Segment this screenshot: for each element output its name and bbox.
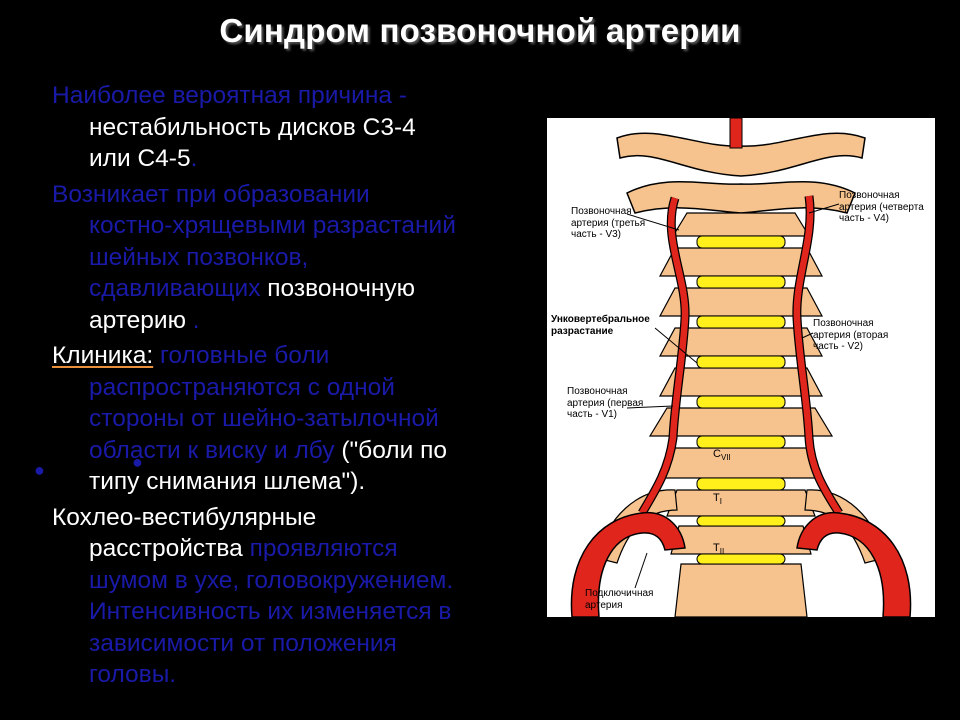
paragraph-cochleo: Кохлео-вестибулярные расстройства проявл…: [52, 502, 542, 691]
bullet-dot: ●: [34, 460, 45, 480]
label-v3: Позвоночная артерия (третья часть - V3): [571, 206, 645, 241]
label-line: артерия: [585, 599, 623, 611]
text-line: типу снимания шлема").: [89, 468, 366, 495]
text-line: артерию .: [52, 305, 542, 337]
label-span: Унко: [551, 314, 574, 325]
leader-lines: [626, 203, 840, 589]
text-line: костно-хрящевыми разрастаний: [89, 212, 456, 239]
vertebra-label-t1: TI: [713, 492, 722, 506]
atlas-vertebra: [626, 180, 856, 214]
label-line: Позвоночная: [571, 206, 632, 217]
slide-title: Синдром позвоночной артерии: [219, 12, 741, 49]
text-line: Возникает при образовании: [52, 180, 370, 208]
vertebra-index: I: [719, 497, 722, 507]
text-span: области к виску и лбу: [89, 436, 342, 464]
top-vessel: [729, 118, 743, 149]
text-line: стороны от шейно-затылочной: [89, 405, 439, 432]
label-line: Позвоночная: [567, 386, 628, 397]
text-span: сдавливающих: [89, 275, 268, 302]
text-line: шумом в ухе, головокружением.: [89, 566, 454, 594]
text-line: Интенсивность их изменяется в: [89, 598, 452, 625]
label-line: артерия (вторая: [813, 329, 889, 341]
text-line: распространяются с одной: [89, 373, 395, 401]
paragraph-cause: Наиболее вероятная причина - нестабильно…: [52, 80, 542, 175]
vertebral-artery-left-fill: [639, 196, 689, 515]
label-line: разрастание: [551, 325, 614, 337]
paragraph-origin: Возникает при образовании костно-хрящевы…: [52, 179, 542, 337]
paragraph-clinic: Клиника: головные боли распространяются …: [52, 340, 542, 498]
label-span: вертебральное: [573, 314, 650, 325]
label-line: часть - V4): [839, 213, 890, 224]
text-line: Кохлео-вестибулярные: [52, 503, 317, 531]
label-subclavian: Подключичная артерия: [585, 588, 653, 611]
label-line: часть - V3): [571, 229, 622, 240]
label-unco: Унковертебральное разрастание: [551, 314, 650, 337]
label-line: Позвоночная: [839, 190, 900, 201]
text-span: артерию: [89, 306, 186, 334]
subclavian-artery-right: [796, 512, 912, 617]
clinic-label: Клиника:: [52, 342, 154, 369]
body-text: Наиболее вероятная причина - нестабильно…: [52, 80, 542, 691]
text-line: сдавливающих позвоночную: [52, 273, 542, 305]
label-line: часть - V1): [567, 409, 618, 420]
text-line: расстройства проявляются: [52, 533, 542, 565]
text-line: или С4-5.: [52, 143, 542, 175]
label-line: Унковертебральное: [551, 314, 650, 326]
skull-base: [616, 132, 866, 177]
text-line: области к виску и лбу ("боли по: [52, 435, 542, 467]
text-span: расстройства: [89, 535, 250, 562]
text-span: .: [190, 145, 198, 172]
text-line: головы.: [89, 661, 177, 688]
text-line: нестабильность дисков С3-4: [89, 113, 416, 141]
bullet-dot: ●: [132, 452, 143, 472]
vertebra-label-c7: CVII: [713, 448, 731, 462]
discs: [696, 235, 786, 565]
text-span: проявляются: [249, 535, 398, 562]
subclavian-artery-left: [570, 512, 686, 617]
text-span: или С4-5: [89, 145, 191, 172]
text-line: зависимости от положения: [89, 629, 397, 657]
text-line: Клиника: головные боли: [52, 340, 542, 372]
text-span: головные боли: [153, 342, 330, 369]
vertebra-index: II: [719, 547, 725, 557]
vertebral-artery-right-fill: [793, 195, 842, 515]
spine-illustration: Позвоночная артерия (третья часть - V3) …: [547, 118, 935, 617]
text-span: ("боли по: [341, 436, 447, 464]
label-line: Позвоночная: [813, 318, 874, 329]
vertebra-index: VII: [720, 453, 731, 463]
label-v4: Позвоночная артерия (четверта часть - V4…: [839, 190, 924, 225]
text-line: Наиболее вероятная причина -: [52, 82, 407, 109]
spine-drawing: [570, 118, 912, 617]
vertebra-letter: T: [713, 492, 720, 504]
label-line: артерия (четверта: [839, 201, 924, 213]
text-line: шейных позвонков,: [89, 243, 309, 271]
vertebra-letter: T: [713, 542, 720, 554]
vertebra-letter: C: [713, 448, 721, 460]
label-line: артерия (третья: [571, 217, 646, 229]
label-v1: Позвоночная артерия (первая часть - V1): [567, 386, 643, 421]
text-span: позвоночную: [267, 275, 416, 302]
label-v2: Позвоночная артерия (вторая часть - V2): [813, 318, 888, 353]
label-line: часть - V2): [813, 341, 864, 352]
label-line: артерия (первая: [567, 397, 644, 409]
text-span: .: [185, 306, 200, 334]
label-line: Подключичная: [585, 588, 654, 599]
vertebra-label-t2: TII: [713, 542, 724, 556]
